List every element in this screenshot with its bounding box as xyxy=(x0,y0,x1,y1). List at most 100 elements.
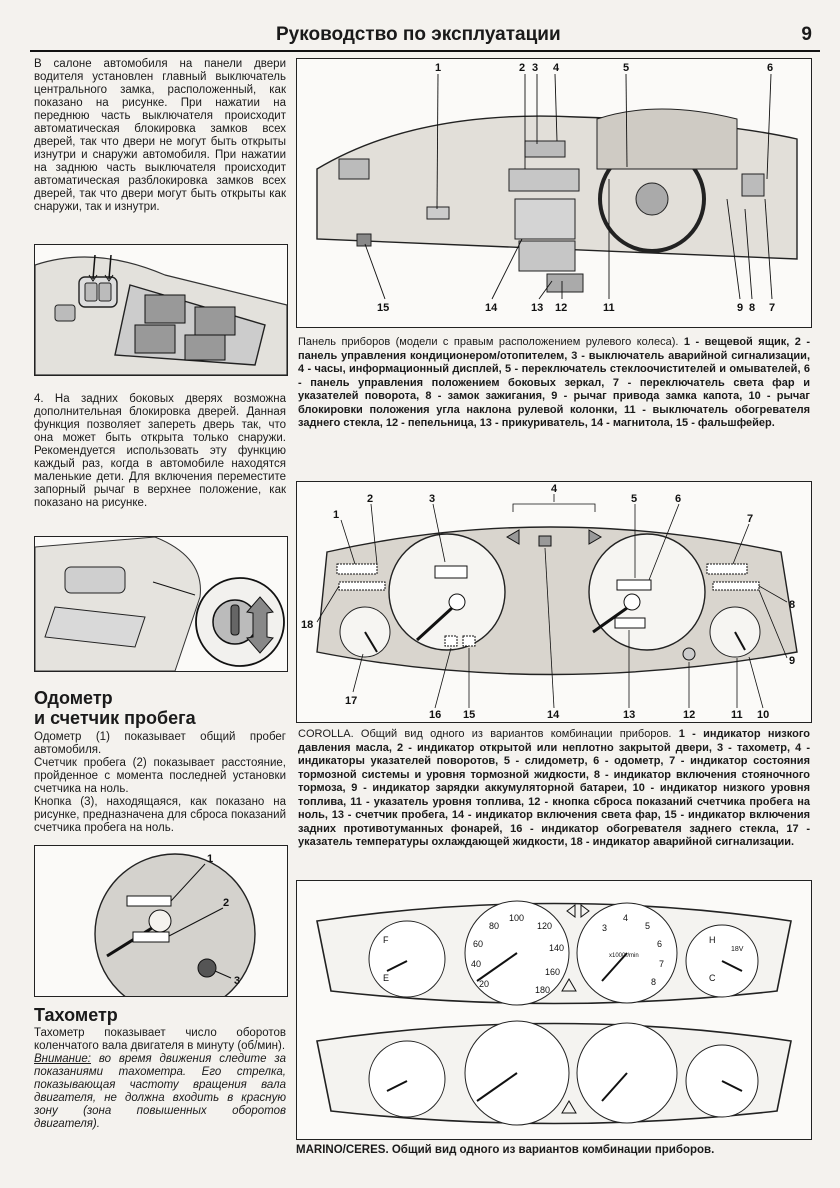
corolla-caption-body: 1 - индикатор низкого давления масла, 2 … xyxy=(298,728,810,848)
marino-speed-tick-4: 140 xyxy=(549,943,564,953)
dashboard-caption-body: 1 - вещевой ящик, 2 - панель управления … xyxy=(298,336,810,429)
odometer-display-corolla xyxy=(616,579,652,591)
marino-speed-tick-6: 60 xyxy=(473,939,483,949)
cluster-callout-8: 8 xyxy=(789,599,795,611)
cluster-callout-16: 16 xyxy=(429,709,441,721)
marino-fuel-e: E xyxy=(383,973,389,983)
cluster-callout-11: 11 xyxy=(731,709,743,721)
central-lock-text: В салоне автомобиля на панели двери води… xyxy=(34,58,286,213)
turn-right-indicator-icon xyxy=(588,529,602,545)
cluster-callout-10: 10 xyxy=(757,709,769,721)
dash-callout-7: 7 xyxy=(769,302,775,314)
glovebox-icon xyxy=(426,206,450,220)
marino-caption: MARINO/CERES. Общий вид одного из вариан… xyxy=(296,1144,715,1156)
marino-lower-cluster xyxy=(316,1020,792,1126)
cluster-callout-17: 17 xyxy=(345,695,357,707)
marino-temp-c: C xyxy=(709,973,716,983)
dash-callout-15: 15 xyxy=(377,302,389,314)
dashboard-figure: 1 2 3 4 5 6 15 14 13 12 11 9 8 7 xyxy=(296,58,812,328)
dash-callout-4: 4 xyxy=(553,62,560,74)
door-switch-figure xyxy=(34,244,288,376)
cluster-callout-1: 1 xyxy=(333,509,339,521)
marino-cluster-illustration: 80 100 120 140 160 60 40 20 180 3 4 5 6 … xyxy=(316,900,792,1126)
odometer-illustration: 1 2 3 xyxy=(94,853,256,996)
marino-speed-tick-8: 20 xyxy=(479,979,489,989)
odo-callout-2: 2 xyxy=(223,897,229,909)
cluster-callout-5: 5 xyxy=(631,493,637,505)
dashboard-illustration: 1 2 3 4 5 6 15 14 13 12 11 9 8 7 xyxy=(316,62,798,314)
tripmeter-display-corolla xyxy=(614,617,646,629)
trip-reset-knob xyxy=(682,647,696,661)
marino-tacho-tick-1: 3 xyxy=(602,923,607,933)
cluster-callout-12: 12 xyxy=(683,709,695,721)
tachometer-text-1: Тахометр показывает число оборотов колен… xyxy=(34,1027,286,1052)
tachometer-attention: Внимание: во время движения следите за п… xyxy=(34,1053,286,1131)
trip-meter-display xyxy=(132,931,170,943)
marino-voltage-label: 18V xyxy=(731,946,744,953)
cluster-callout-2: 2 xyxy=(367,493,373,505)
door-switch-illustration xyxy=(35,254,287,375)
marino-tacho-tick-5: 7 xyxy=(659,959,664,969)
odometer-text-2: Счетчик пробега (2) показывает расстояни… xyxy=(34,757,286,795)
marino-upper-cluster xyxy=(316,900,792,1006)
odometer-text-3: Кнопка (3), находящаяся, как показано на… xyxy=(34,796,286,834)
marino-tacho-unit: x1000r/min xyxy=(609,953,639,959)
odometer-heading-line2: и счетчик пробега xyxy=(34,708,196,728)
cluster-callout-14: 14 xyxy=(547,709,560,721)
marino-speed-tick-9: 180 xyxy=(535,985,550,995)
speedometer-dial xyxy=(94,853,256,996)
marino-speed-tick-3: 120 xyxy=(537,921,552,931)
attention-label: Внимание: xyxy=(34,1053,91,1065)
child-lock-figure xyxy=(34,536,288,672)
marino-tacho-tick-4: 6 xyxy=(657,939,662,949)
marino-speed-tick-7: 40 xyxy=(471,959,481,969)
child-lock-paragraph: 4. На задних боковых дверях возможна доп… xyxy=(34,393,286,510)
dash-callout-11: 11 xyxy=(603,302,615,314)
cluster-callout-15: 15 xyxy=(463,709,475,721)
child-lock-illustration xyxy=(35,537,285,671)
dash-callout-12: 12 xyxy=(555,302,567,314)
dash-callout-5: 5 xyxy=(623,62,629,74)
dashboard-caption-title: Панель приборов (модели с правым располо… xyxy=(298,336,679,348)
corolla-cluster-illustration: 4 1 2 3 5 6 7 18 8 9 17 16 15 14 13 12 1… xyxy=(301,483,798,721)
tachometer-text: Тахометр показывает число оборотов колен… xyxy=(34,1027,286,1131)
dash-callout-9: 9 xyxy=(737,302,743,314)
cluster-callout-18: 18 xyxy=(301,619,313,631)
cluster-callout-13: 13 xyxy=(623,709,635,721)
odometer-text: Одометр (1) показывает общий пробег авто… xyxy=(34,731,286,835)
dash-callout-8: 8 xyxy=(749,302,755,314)
central-lock-paragraph: В салоне автомобиля на панели двери води… xyxy=(34,58,286,214)
attention-text: во время движения следите за показаниями… xyxy=(34,1053,286,1130)
marino-tacho-tick-3: 5 xyxy=(645,921,650,931)
marino-tacho-tick-6: 8 xyxy=(651,977,656,987)
cluster-callout-9: 9 xyxy=(789,655,795,667)
odometer-heading-line1: Одометр xyxy=(34,688,113,708)
odometer-heading: Одометр и счетчик пробега xyxy=(34,688,196,728)
updown-arrow-icon xyxy=(246,596,274,654)
odo-callout-1: 1 xyxy=(207,853,213,865)
odo-callout-3: 3 xyxy=(234,975,240,987)
cluster-callout-3: 3 xyxy=(429,493,435,505)
speedometer-dial-corolla xyxy=(588,533,706,651)
odometer-display xyxy=(126,895,172,907)
page-header: Руководство по эксплуатации 9 xyxy=(30,22,820,52)
cluster-callout-4: 4 xyxy=(551,483,558,495)
dash-callout-1: 1 xyxy=(435,62,441,74)
marino-fuel-f: F xyxy=(383,935,389,945)
tachometer-dial xyxy=(388,533,506,651)
cluster-callout-6: 6 xyxy=(675,493,681,505)
odometer-figure: 1 2 3 xyxy=(34,845,288,997)
corolla-caption: COROLLA. Общий вид одного из вариантов к… xyxy=(298,728,810,850)
corolla-cluster-figure: 4 1 2 3 5 6 7 18 8 9 17 16 15 14 13 12 1… xyxy=(296,481,812,723)
marino-speed-tick-2: 100 xyxy=(509,913,524,923)
window-switch-icon xyxy=(144,294,186,324)
marino-cluster-figure: 80 100 120 140 160 60 40 20 180 3 4 5 6 … xyxy=(296,880,812,1140)
dash-callout-6: 6 xyxy=(767,62,773,74)
dash-callout-2: 2 xyxy=(519,62,525,74)
dashboard-caption: Панель приборов (модели с правым располо… xyxy=(298,336,810,431)
marino-temp-h: H xyxy=(709,935,716,945)
corolla-caption-title: COROLLA. Общий вид одного из вариантов к… xyxy=(298,728,672,740)
turn-left-indicator-icon xyxy=(506,529,520,545)
child-lock-text: 4. На задних боковых дверях возможна доп… xyxy=(34,393,286,509)
page-number: 9 xyxy=(801,24,812,45)
